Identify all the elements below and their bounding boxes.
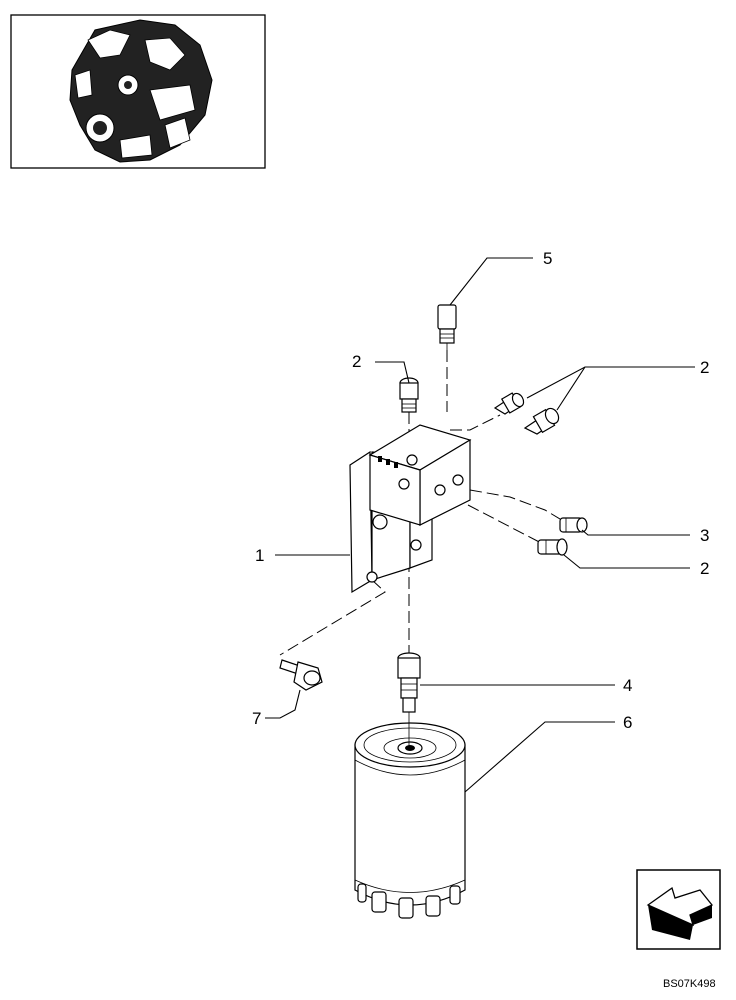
mounting-bracket[interactable]: [349, 424, 472, 594]
bolt-item-7[interactable]: [279, 659, 323, 691]
leader-lines: [265, 257, 695, 793]
filter-item-6[interactable]: [354, 712, 466, 919]
sensor-part[interactable]: [437, 304, 457, 350]
callout-5[interactable]: 5: [543, 249, 552, 268]
callout-3[interactable]: 3: [700, 526, 709, 545]
fitting-item-2-lower[interactable]: [537, 538, 568, 556]
callouts: 5 2 2 1 3 2 4 6 7: [252, 249, 709, 732]
engine-thumbnail[interactable]: [10, 14, 266, 169]
fitting-item-3[interactable]: [559, 517, 588, 533]
arrow-navigation-icon: [646, 886, 714, 940]
fitting-top[interactable]: [399, 377, 419, 413]
adapter-item-4[interactable]: [397, 652, 421, 713]
drawing-code: BS07K498: [663, 978, 716, 990]
callout-2-top-left[interactable]: 2: [352, 352, 361, 371]
callout-2-lower[interactable]: 2: [700, 559, 709, 578]
callout-6[interactable]: 6: [623, 713, 632, 732]
callout-2-top-right[interactable]: 2: [700, 358, 709, 377]
fitting-right-upper-b[interactable]: [523, 406, 561, 435]
navigation-arrow-button[interactable]: [636, 869, 721, 950]
fitting-right-upper-a[interactable]: [493, 391, 526, 415]
callout-1[interactable]: 1: [255, 546, 264, 565]
callout-4[interactable]: 4: [623, 676, 632, 695]
callout-7[interactable]: 7: [252, 709, 261, 728]
engine-overview-icon: [69, 19, 213, 163]
